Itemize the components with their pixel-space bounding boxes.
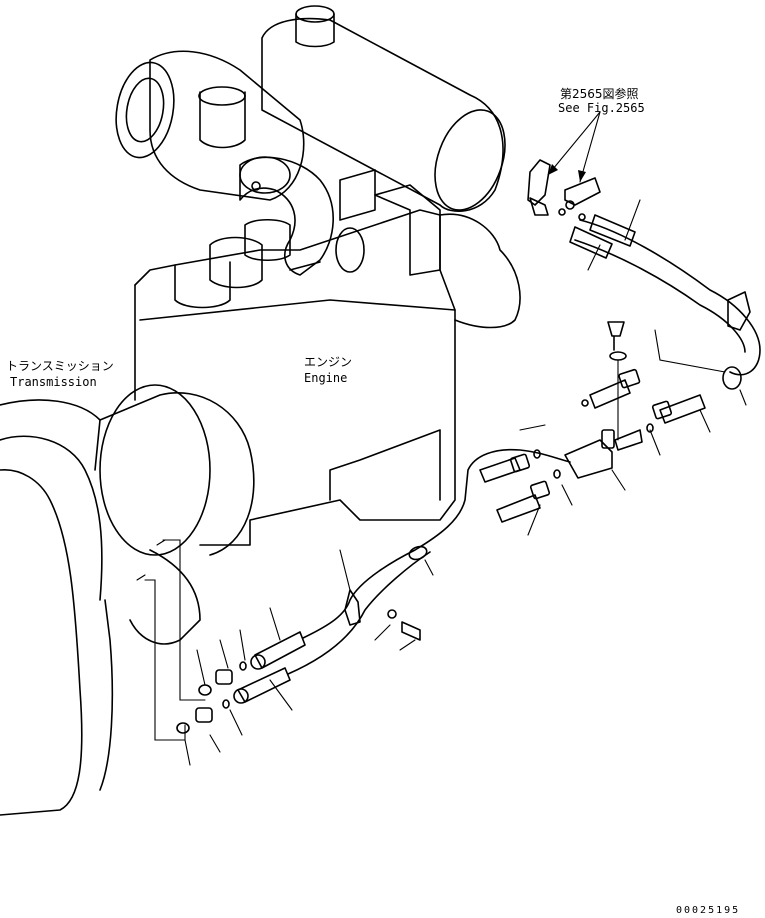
fig-ref-arrows bbox=[547, 111, 601, 183]
muffler bbox=[261, 5, 506, 212]
intake-pipe bbox=[239, 156, 365, 276]
fig-ref-parts bbox=[527, 159, 601, 221]
engine-en-label: Engine bbox=[304, 371, 347, 385]
fig-ref-en-label: See Fig.2565 bbox=[558, 101, 645, 115]
engine-jp-label: エンジン bbox=[304, 355, 352, 369]
air-cleaner bbox=[115, 50, 305, 201]
leader-lines bbox=[184, 199, 747, 766]
transmission-jp-label: トランスミッション bbox=[6, 359, 114, 373]
transmission-en-label: Transmission bbox=[10, 375, 97, 389]
lower-fittings bbox=[176, 631, 306, 734]
center-fittings bbox=[479, 321, 706, 523]
right-hose bbox=[569, 214, 761, 390]
hoses bbox=[287, 448, 571, 675]
transmission bbox=[0, 384, 255, 816]
engine-block bbox=[134, 169, 521, 546]
fig-ref-jp-label: 第2565図参照 bbox=[560, 86, 639, 101]
drawing-code: 00025195 bbox=[676, 905, 740, 916]
transmission-leaders bbox=[144, 539, 206, 741]
